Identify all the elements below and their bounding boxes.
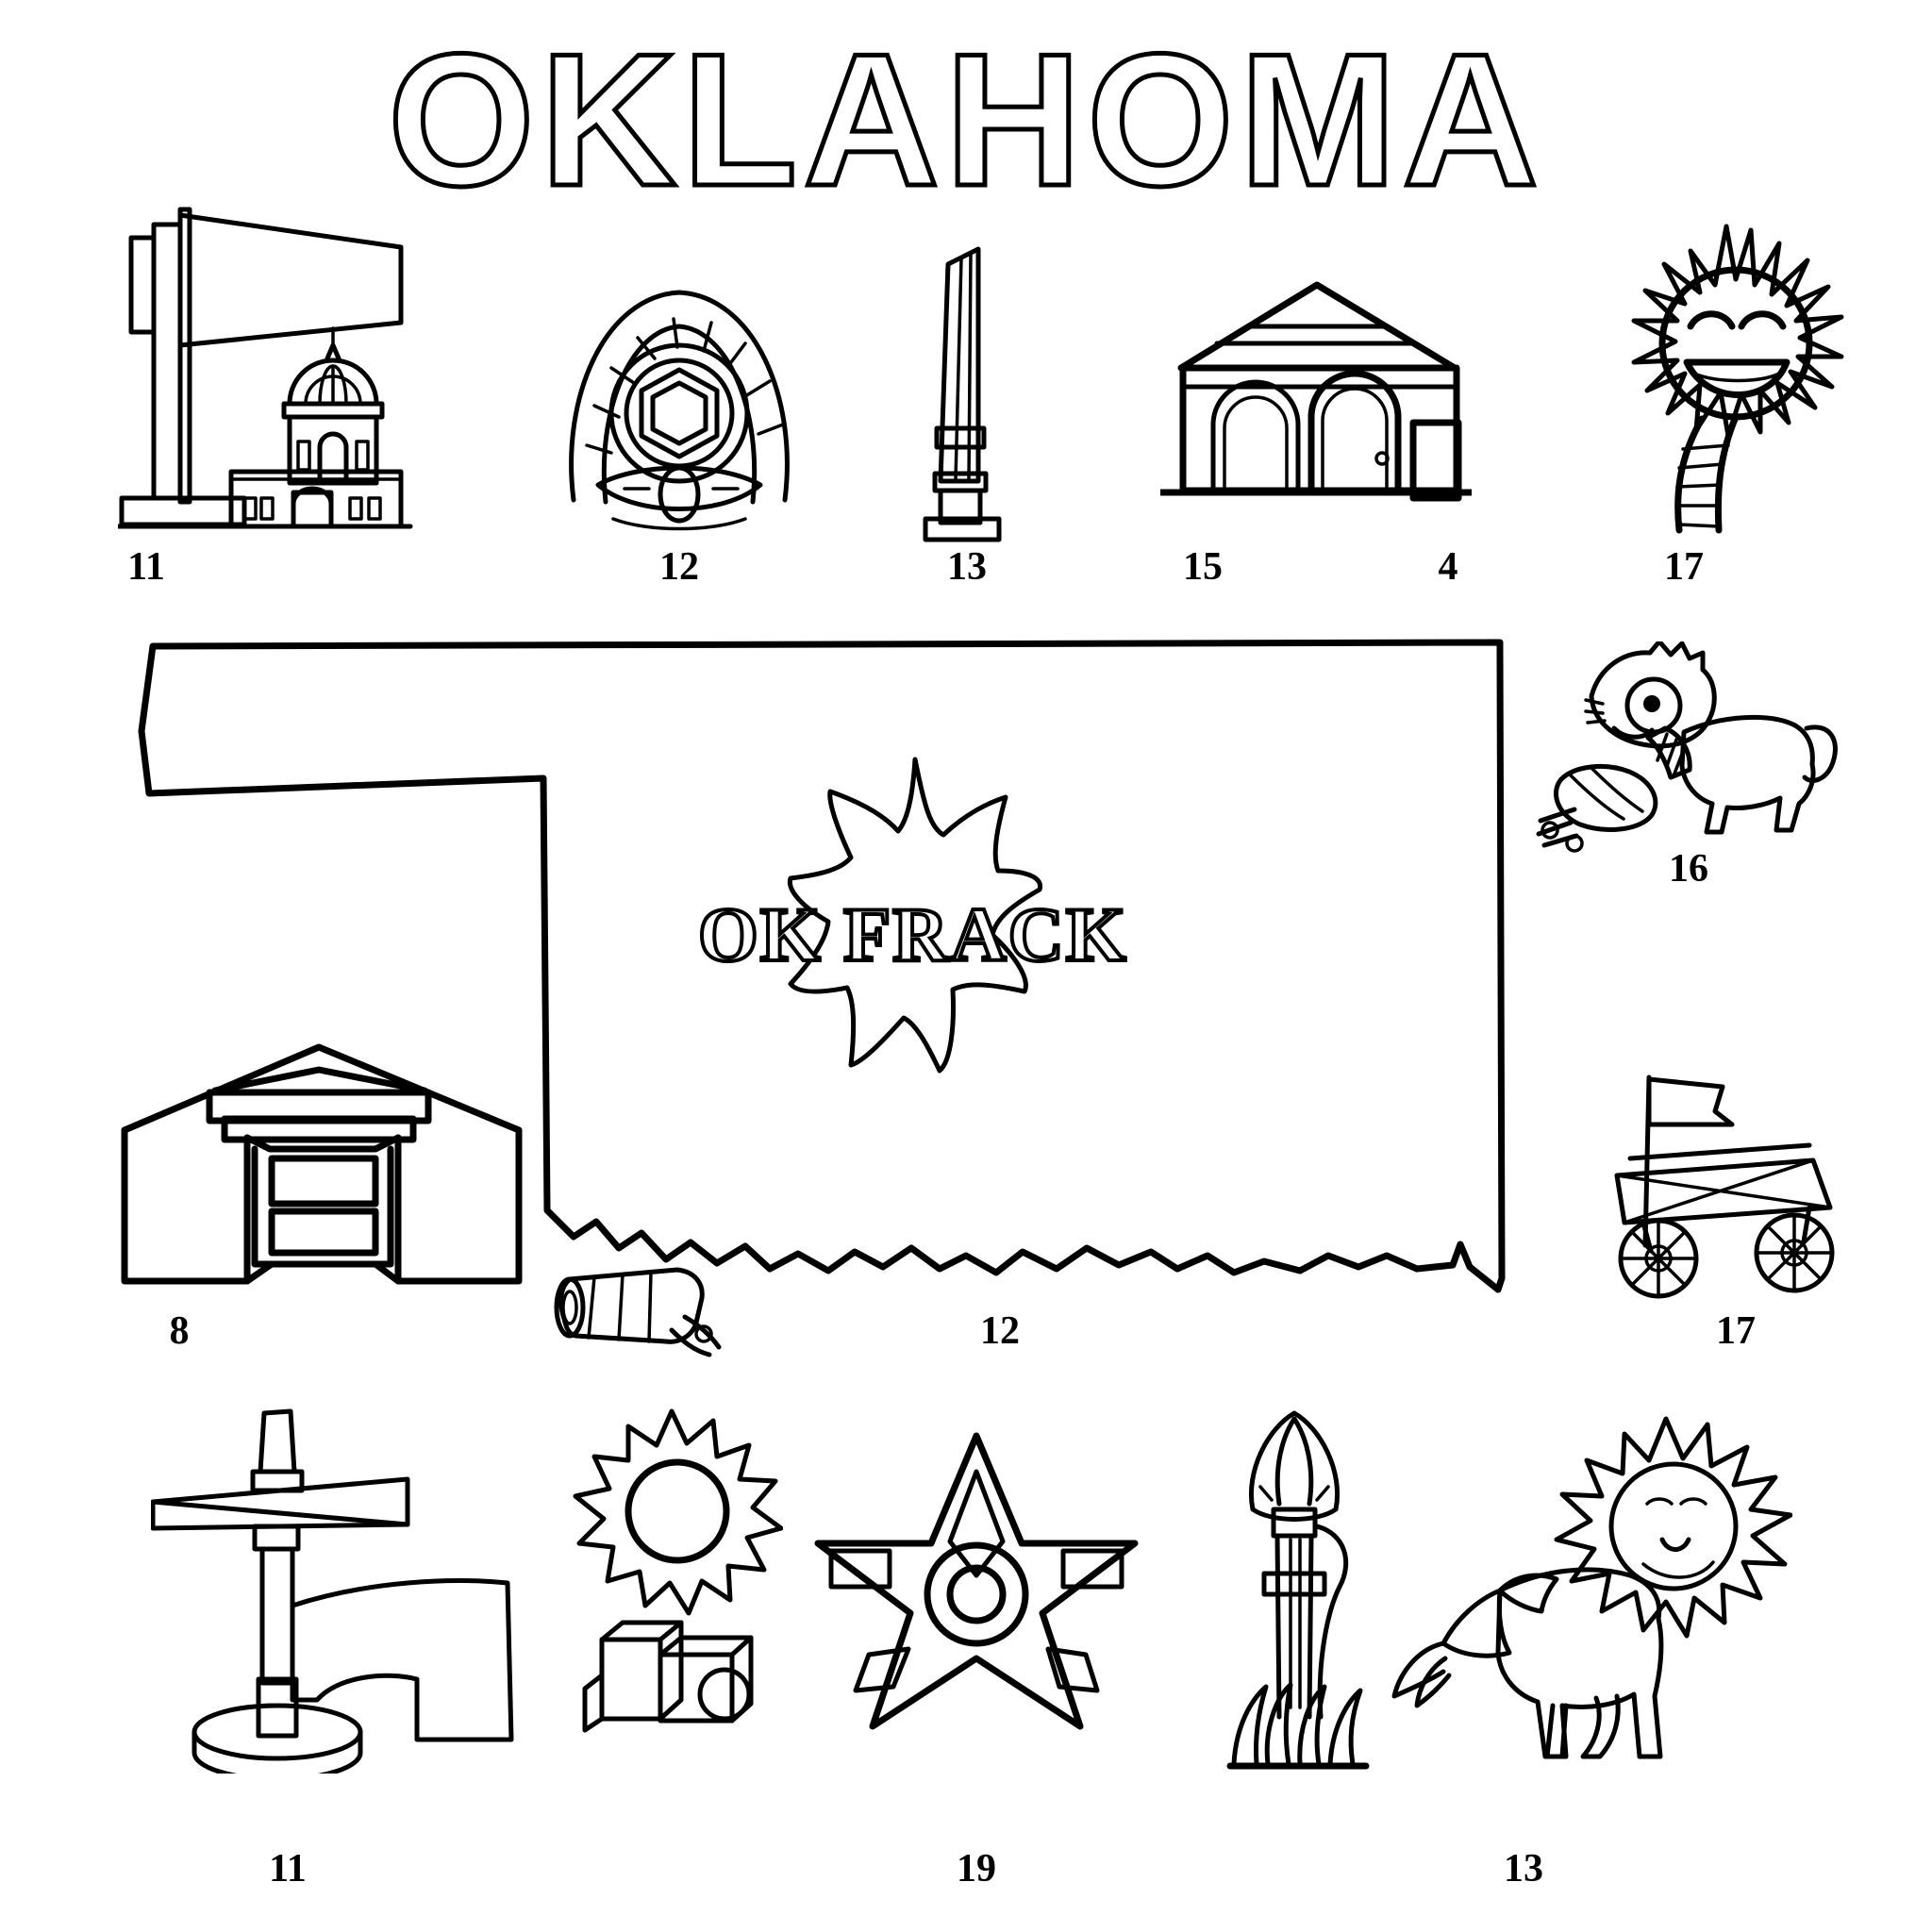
obelisk-monument-icon	[920, 243, 1024, 545]
icon-label-building-right: 4	[1438, 545, 1458, 589]
icon-label-sun-stem: 17	[1664, 545, 1704, 589]
flag-and-capitol-building-icon	[118, 198, 514, 538]
cannon-on-carriage-icon	[538, 1264, 726, 1368]
icon-label-horse: 13	[1504, 1847, 1543, 1890]
icon-label-barn: 8	[169, 1309, 190, 1353]
state-seal-badge-icon	[557, 264, 802, 538]
five-point-star-badge-icon	[807, 1415, 1146, 1764]
pedestal-monument-with-flag-icon	[151, 1396, 538, 1774]
icon-label-lion: 16	[1669, 847, 1708, 891]
icon-label-state-seal: 12	[659, 545, 699, 589]
icon-label-obelisk: 13	[947, 545, 987, 589]
oklahoma-state-map-outline	[132, 618, 1575, 1335]
icon-label-map-bottom: 12	[980, 1309, 1020, 1353]
lion-with-cart-icon	[1533, 641, 1863, 858]
map-inner-text: OK FRACK	[696, 890, 1128, 979]
smiling-sun-on-stem-icon	[1585, 206, 1849, 536]
icon-label-star-badge: 19	[957, 1847, 996, 1890]
icon-label-flag-capitol: 11	[127, 545, 165, 589]
barn-pavilion-icon	[104, 1038, 538, 1330]
seven-point-star-shape	[783, 750, 1047, 1099]
flower-bud-with-grass-icon	[1226, 1406, 1377, 1774]
arched-building-icon	[1160, 274, 1472, 538]
gear-sun-with-blocks-icon	[566, 1406, 783, 1764]
horse-with-sun-mane-icon	[1387, 1406, 1792, 1774]
page-title: OKLAHOMA	[386, 15, 1544, 225]
icon-label-wagon: 17	[1716, 1309, 1756, 1353]
icon-label-building-left: 15	[1183, 545, 1223, 589]
icon-label-pedestal: 11	[269, 1847, 307, 1890]
covered-wagon-with-flag-icon	[1557, 1066, 1858, 1311]
